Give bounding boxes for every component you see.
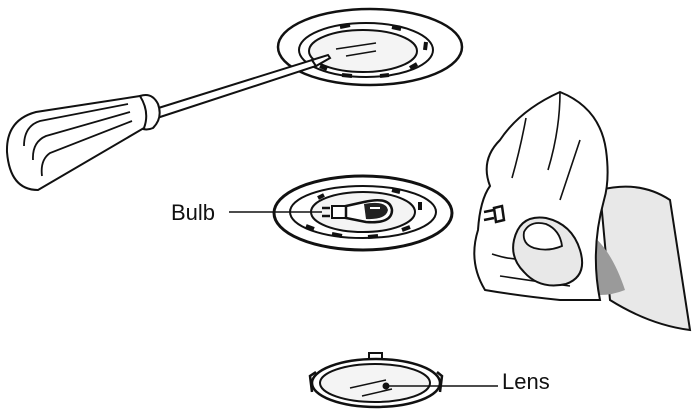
lens-label: Lens	[502, 371, 550, 393]
hand-with-cloth	[474, 92, 690, 330]
bulb-label: Bulb	[171, 202, 215, 224]
screwdriver-shaft	[152, 60, 316, 118]
fixture-top-lens	[309, 30, 417, 72]
lens-part	[310, 353, 498, 407]
screwdriver	[7, 55, 330, 190]
bulb	[346, 200, 392, 222]
fixture-middle	[229, 176, 452, 250]
hand-arm	[600, 187, 690, 330]
fixture-top	[278, 9, 462, 85]
